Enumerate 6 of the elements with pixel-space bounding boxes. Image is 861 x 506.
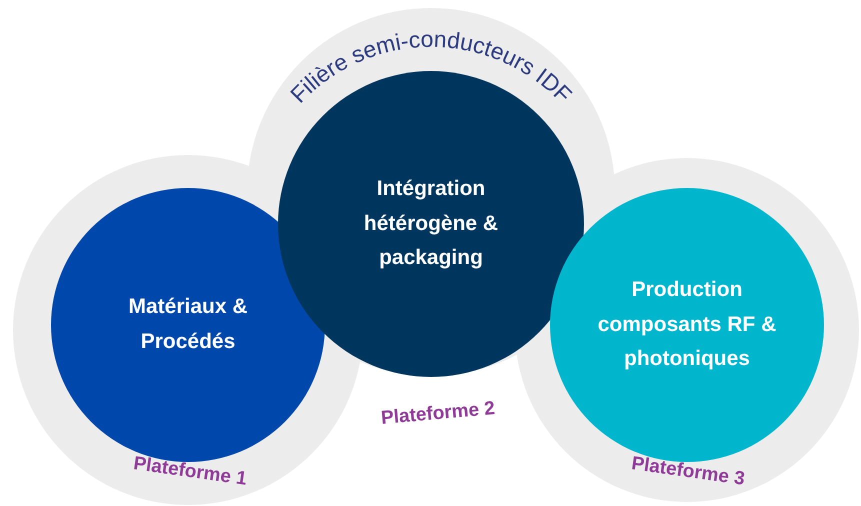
circle-label: Production composants RF & photoniques [596, 277, 778, 372]
circle-label: Matériaux & Procédés [127, 294, 249, 355]
platform-label: Plateforme 3 [630, 453, 746, 491]
platform-label: Plateforme 1 [132, 453, 248, 491]
circle-label: Intégration hétérogène & packaging [362, 176, 500, 272]
platform-label: Plateforme 2 [380, 398, 496, 430]
